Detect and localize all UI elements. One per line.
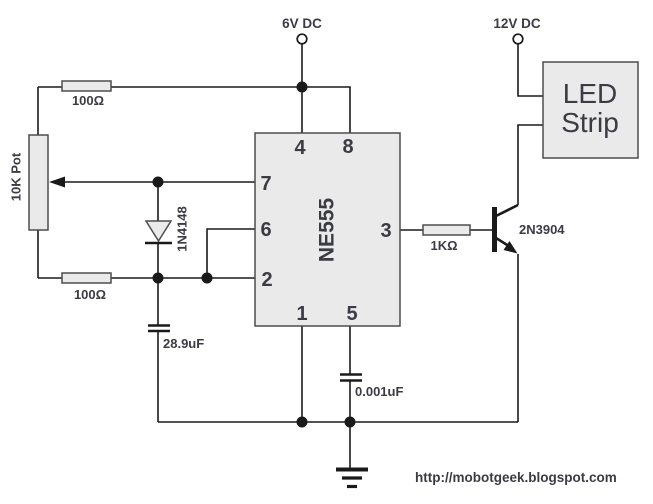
wire-pin6-branch — [206, 228, 255, 278]
resistor-top-100ohm: 100Ω — [61, 80, 112, 108]
ic-pin4-label: 4 — [294, 137, 306, 159]
supply-6v-terminal-icon — [296, 33, 308, 45]
wire-led-return — [517, 124, 543, 205]
capacitor-timing: 28.9uF — [148, 324, 204, 351]
ic-body — [254, 132, 401, 327]
ic-pin5-label: 5 — [346, 303, 357, 325]
transistor-2n3904: 2N3904 — [492, 203, 565, 254]
ic-ne555: NE555 4 8 7 6 2 3 1 5 — [254, 132, 401, 327]
junction-ground-rail — [344, 416, 356, 428]
supply-6v: 6V DC — [282, 16, 322, 45]
ic-pin3-label: 3 — [380, 220, 391, 242]
capacitor-control-label: 0.001uF — [355, 384, 403, 399]
led-strip-block: LED Strip — [542, 61, 639, 159]
led-strip-body — [542, 61, 639, 159]
supply-12v: 12V DC — [493, 16, 541, 45]
ic-pin6-label: 6 — [260, 219, 271, 241]
supply-6v-label: 6V DC — [282, 16, 322, 31]
ic-pin2-label: 2 — [261, 269, 272, 291]
supply-12v-terminal-icon — [512, 33, 524, 45]
resistor-body-icon — [61, 80, 112, 92]
pot-body-icon — [28, 134, 49, 231]
resistor-bottom-label: 100Ω — [74, 287, 106, 302]
junction-dots — [152, 81, 356, 428]
diode-triangle-icon — [144, 220, 173, 243]
ic-pin7-label: 7 — [260, 173, 271, 195]
capacitor-control: 0.001uF — [340, 373, 403, 399]
pot-wiper-arrow-icon — [49, 176, 65, 188]
capacitor-timing-label: 28.9uF — [163, 336, 204, 351]
transistor-emitter-arrow-icon — [503, 241, 518, 254]
transistor-label: 2N3904 — [519, 222, 565, 237]
led-strip-label-line1: LED — [563, 78, 617, 109]
wire-pin8-feed — [302, 86, 351, 133]
diode-label: 1N4148 — [175, 206, 190, 252]
led-strip-label-line2: Strip — [561, 107, 619, 138]
junction-wiper-diode — [152, 176, 164, 188]
transistor-collector-icon — [495, 203, 519, 218]
junction-diode-cap — [152, 272, 164, 284]
junction-pin1-rail — [296, 416, 308, 428]
potentiometer-10k: 10K Pot — [9, 134, 65, 231]
wire-12v-feed — [517, 44, 543, 97]
ic-pin8-label: 8 — [342, 136, 353, 158]
diode-1n4148: 1N4148 — [144, 206, 190, 252]
resistor-top-label: 100Ω — [72, 93, 104, 108]
footer-url: http://mobotgeek.blogspot.com — [415, 470, 617, 485]
ground-symbol — [336, 467, 368, 489]
pot-label: 10K Pot — [9, 152, 24, 201]
resistor-base-label: 1KΩ — [430, 238, 457, 253]
resistor-bottom-100ohm: 100Ω — [61, 272, 112, 302]
resistor-body-icon — [61, 272, 112, 284]
junction-pin6-pin2 — [201, 272, 213, 284]
ic-name: NE555 — [316, 198, 339, 263]
supply-12v-label: 12V DC — [493, 16, 541, 31]
resistor-base-1kohm: 1KΩ — [422, 224, 471, 253]
junction-6v-rail — [296, 81, 308, 93]
resistor-body-icon — [422, 224, 471, 236]
ic-pin1-label: 1 — [296, 303, 307, 325]
